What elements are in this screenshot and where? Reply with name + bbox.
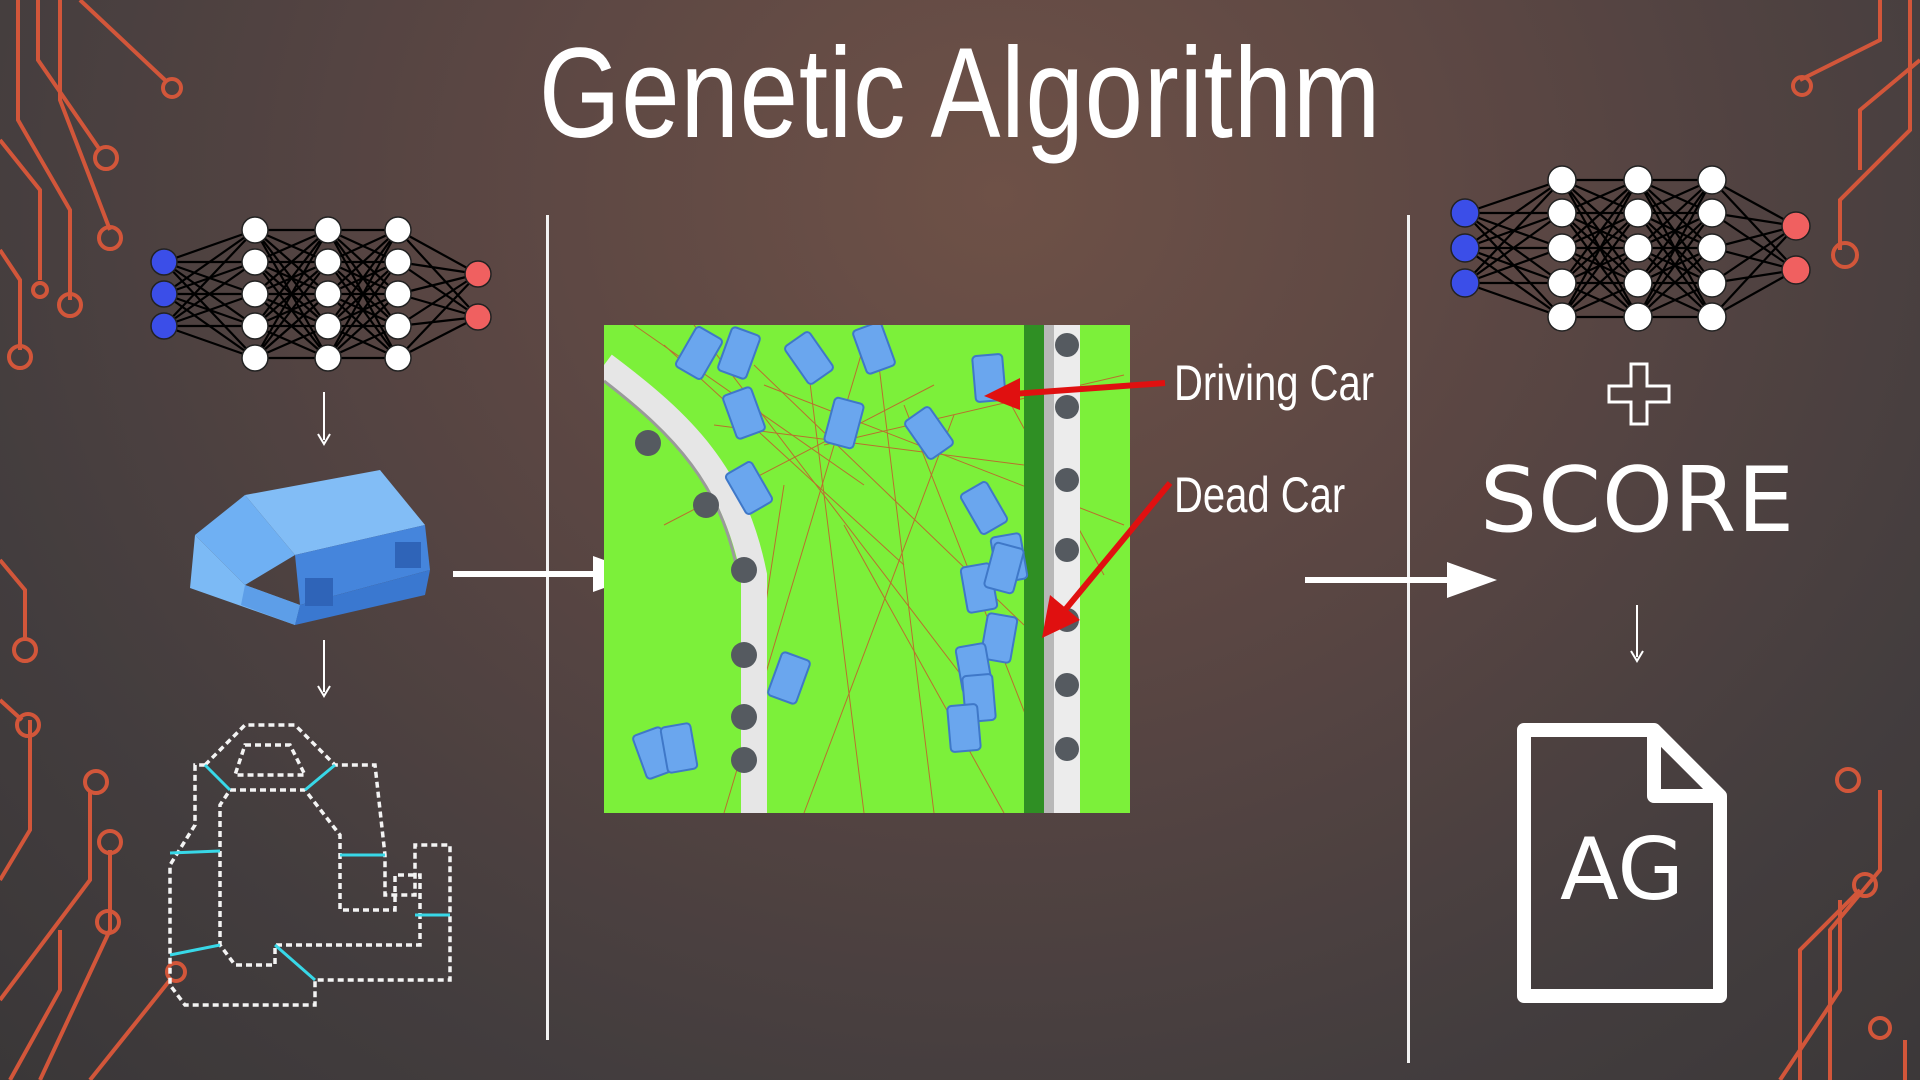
hidden-node — [1697, 302, 1727, 332]
input-node — [150, 248, 178, 276]
wall-marker — [1055, 333, 1079, 357]
wall-marker — [1055, 468, 1079, 492]
wall-marker — [731, 642, 757, 668]
hidden-node — [1547, 268, 1577, 298]
simulated-car — [724, 461, 774, 515]
arrow-right-icon — [1305, 562, 1497, 598]
input-node — [150, 280, 178, 308]
divider-line-left — [546, 215, 549, 1040]
arrow-down-icon — [1630, 605, 1644, 663]
wall-marker — [731, 557, 757, 583]
neural-network-icon — [1450, 165, 1811, 332]
driving-car-label: Driving Car — [1174, 355, 1375, 411]
track-map-icon — [168, 723, 452, 1007]
hidden-node — [1697, 268, 1727, 298]
annotation-arrow-icon — [984, 378, 1166, 410]
arrow-down-icon — [317, 392, 331, 446]
circuit-decoration-left — [0, 0, 187, 1080]
input-node — [150, 312, 178, 340]
wall-marker — [1055, 395, 1079, 419]
dead-car-label: Dead Car — [1174, 467, 1346, 523]
score-label: SCORE — [1480, 448, 1796, 553]
input-node — [1450, 198, 1480, 228]
simulated-car — [784, 331, 834, 385]
hidden-node — [1623, 233, 1653, 263]
simulated-car — [722, 386, 766, 440]
hidden-node — [1547, 165, 1577, 195]
hidden-node — [1547, 198, 1577, 228]
hidden-node — [241, 280, 269, 308]
hidden-node — [1623, 198, 1653, 228]
arrow-down-icon — [317, 640, 331, 698]
wall-marker — [693, 492, 719, 518]
hidden-node — [1547, 233, 1577, 263]
output-node — [464, 260, 492, 288]
sensor-ray — [873, 325, 935, 813]
hidden-node — [241, 216, 269, 244]
sensor-ray — [803, 414, 955, 813]
hidden-node — [384, 248, 412, 276]
simulated-car — [946, 703, 982, 753]
hidden-node — [314, 280, 342, 308]
wall-marker — [1055, 737, 1079, 761]
hidden-node — [314, 312, 342, 340]
simulation-screenshot — [604, 325, 1130, 813]
annotation-arrow-icon — [1042, 481, 1173, 638]
hidden-node — [1697, 233, 1727, 263]
neural-network-icon — [150, 216, 492, 372]
hidden-node — [384, 312, 412, 340]
wall-marker — [731, 747, 757, 773]
hidden-node — [241, 248, 269, 276]
simulated-car — [852, 325, 896, 375]
hidden-node — [1623, 268, 1653, 298]
simulated-car — [659, 722, 699, 774]
file-icon — [1517, 723, 1727, 1003]
wall-marker — [635, 430, 661, 456]
slide-title: Genetic Algorithm — [538, 22, 1382, 165]
hidden-node — [314, 248, 342, 276]
hidden-node — [1547, 302, 1577, 332]
simulated-car — [717, 326, 761, 380]
simulated-car — [767, 651, 811, 705]
hidden-node — [384, 344, 412, 372]
sensor-ray — [663, 344, 905, 566]
wall-marker — [731, 704, 757, 730]
file-icon-label: AG — [1560, 820, 1684, 920]
plus-icon — [1607, 362, 1671, 426]
hidden-node — [384, 280, 412, 308]
simulated-car — [904, 406, 954, 460]
simulated-car — [979, 612, 1019, 664]
input-node — [1450, 233, 1480, 263]
hidden-node — [384, 216, 412, 244]
sensor-ray — [803, 334, 865, 813]
output-node — [464, 303, 492, 331]
hidden-node — [1623, 165, 1653, 195]
hidden-node — [314, 216, 342, 244]
output-node — [1781, 255, 1811, 285]
sensor-ray — [843, 524, 1005, 813]
simulated-car — [674, 326, 724, 380]
wall-marker — [1055, 673, 1079, 697]
hidden-node — [1697, 198, 1727, 228]
output-node — [1781, 211, 1811, 241]
divider-line-right — [1407, 215, 1410, 1063]
hidden-node — [241, 344, 269, 372]
wall-marker — [1055, 538, 1079, 562]
car-icon — [190, 470, 430, 625]
hidden-node — [241, 312, 269, 340]
circuit-decoration-right — [1778, 0, 1920, 1080]
hidden-node — [1623, 302, 1653, 332]
input-node — [1450, 268, 1480, 298]
simulated-car — [823, 396, 865, 450]
hidden-node — [314, 344, 342, 372]
sensor-ray — [713, 424, 1025, 466]
simulated-car — [983, 541, 1025, 595]
simulated-car — [959, 481, 1009, 535]
hidden-node — [1697, 165, 1727, 195]
